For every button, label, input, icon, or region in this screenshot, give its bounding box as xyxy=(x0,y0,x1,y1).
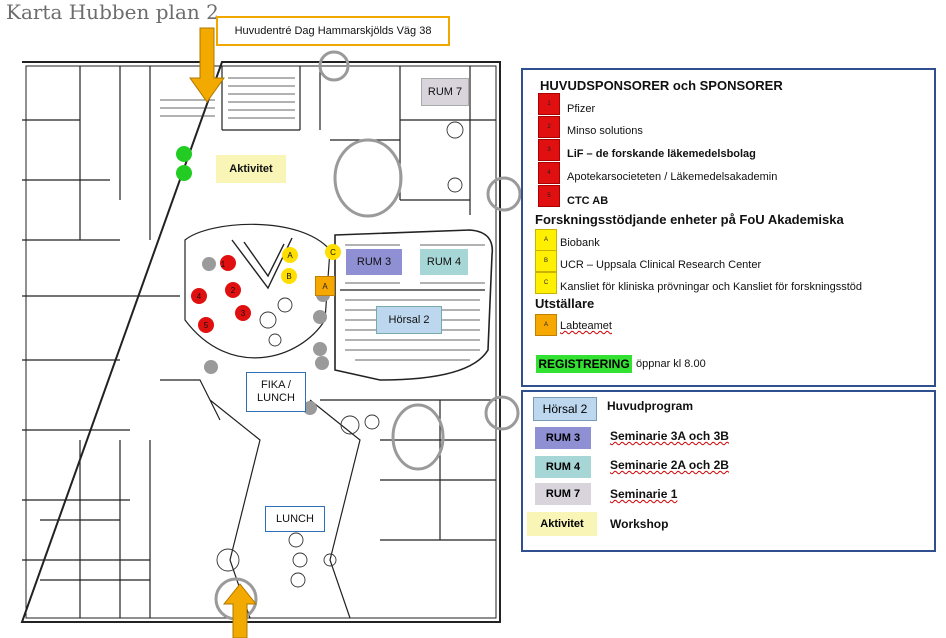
map-marker-c: C xyxy=(330,247,336,257)
map-marker-4: 4 xyxy=(196,291,202,301)
program-seminarie-2: Seminarie 2A och 2B xyxy=(610,458,729,472)
room-rum3: RUM 3 xyxy=(346,249,402,275)
registration-text: öppnar kl 8.00 xyxy=(636,358,706,370)
entrance-label: Huvudentré Dag Hammarskjölds Väg 38 xyxy=(216,16,450,46)
sponsor-ctc: CTC AB xyxy=(567,195,609,207)
support-biobank: Biobank xyxy=(560,237,600,249)
program-seminarie-1: Seminarie 1 xyxy=(610,487,678,501)
sponsor-marker-1: 1 xyxy=(538,93,560,115)
map-marker-exhibitor-a: A xyxy=(315,276,335,296)
support-marker-b: B xyxy=(535,250,557,272)
support-kansliet: Kansliet för kliniska prövningar och Kan… xyxy=(560,281,863,293)
room-lunch: LUNCH xyxy=(265,506,325,532)
sponsor-legend xyxy=(521,68,936,387)
sponsor-apotekarsocieteten: Apotekarsocieteten / Läkemedelsakademin xyxy=(567,171,778,183)
program-room-horsal2: Hörsal 2 xyxy=(533,397,597,421)
sponsor-minso: Minso solutions xyxy=(567,125,643,137)
registration-badge: REGISTRERING xyxy=(536,355,632,373)
room-fika: FIKA / LUNCH xyxy=(246,372,306,412)
program-room-aktivitet: Aktivitet xyxy=(527,512,597,536)
map-marker-3: 3 xyxy=(240,308,246,318)
outer-wall xyxy=(20,61,501,623)
map-marker-2: 2 xyxy=(230,285,236,295)
program-workshop: Workshop xyxy=(610,517,669,531)
program-huvudprogram: Huvudprogram xyxy=(607,399,694,413)
support-marker-a: A xyxy=(535,229,557,251)
exhibitor-marker-a: A xyxy=(535,314,557,336)
sponsor-marker-2: 2 xyxy=(538,116,560,138)
sponsor-marker-3: 3 xyxy=(538,139,560,161)
support-heading: Forskningsstödjande enheter på FoU Akade… xyxy=(535,212,844,227)
program-room-rum3: RUM 3 xyxy=(535,427,591,449)
support-ucr: UCR – Uppsala Clinical Research Center xyxy=(560,259,762,271)
room-horsal2: Hörsal 2 xyxy=(376,306,442,334)
sponsor-marker-4: 4 xyxy=(538,162,560,184)
program-seminarie-3: Seminarie 3A och 3B xyxy=(610,429,729,443)
program-room-rum4: RUM 4 xyxy=(535,456,591,478)
sponsor-marker-5: 5 xyxy=(538,185,560,207)
map-marker-1: 1 xyxy=(220,259,226,269)
map-title: Karta Hubben plan 2 xyxy=(6,0,219,24)
exhibitors-heading: Utställare xyxy=(535,296,595,311)
exhibitor-labteamet: Labteamet xyxy=(560,320,612,332)
room-rum4: RUM 4 xyxy=(420,249,468,275)
sponsor-heading: HUVUDSPONSORER och SPONSORER xyxy=(540,78,783,93)
map-marker-a: A xyxy=(287,250,293,260)
room-aktivitet: Aktivitet xyxy=(216,155,286,183)
sponsor-lif: LiF – de forskande läkemedelsbolag xyxy=(567,148,756,160)
support-marker-c: C xyxy=(535,272,557,294)
room-rum7: RUM 7 xyxy=(421,78,469,106)
map-marker-b: B xyxy=(286,271,292,281)
sponsor-pfizer: Pfizer xyxy=(567,103,596,115)
program-room-rum7: RUM 7 xyxy=(535,483,591,505)
map-marker-5: 5 xyxy=(203,320,209,330)
